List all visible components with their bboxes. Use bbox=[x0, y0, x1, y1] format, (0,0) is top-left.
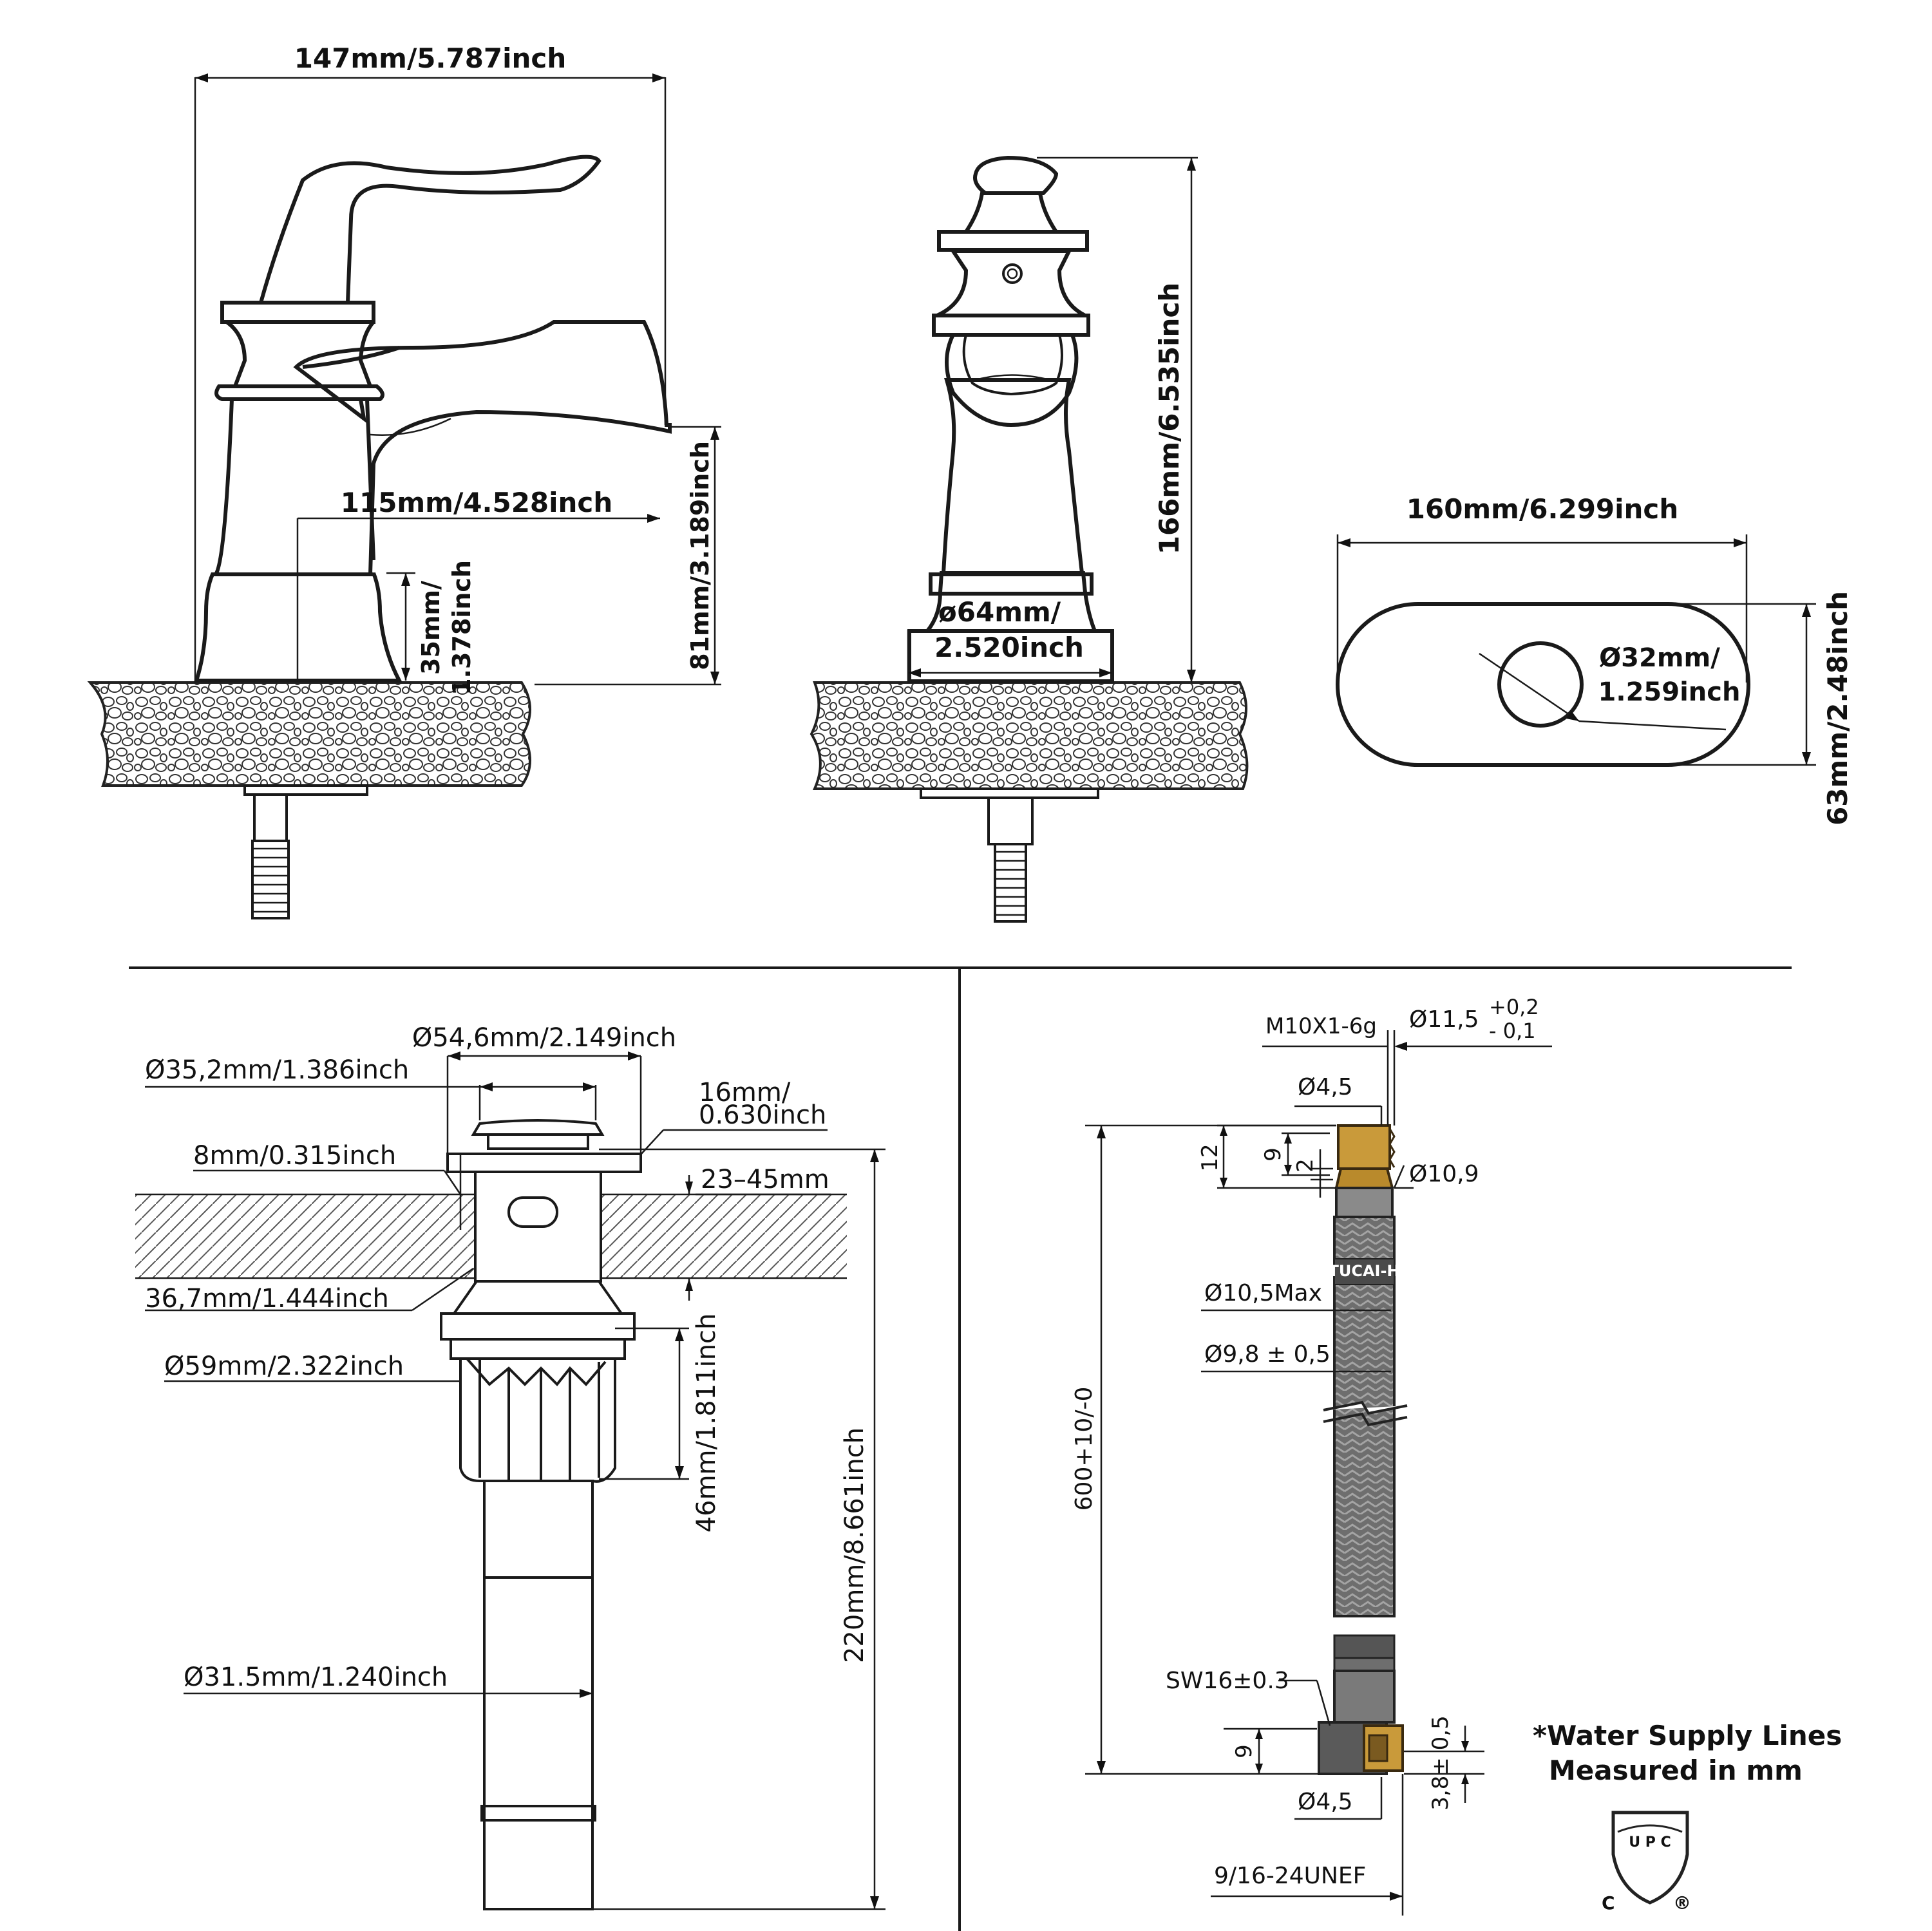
drain-flange-label-a: 16mm/ bbox=[699, 1078, 791, 1107]
countertop-stone bbox=[87, 681, 531, 787]
deck-plate-hole bbox=[1497, 641, 1584, 728]
supply-line: TUCAI-H bbox=[1318, 1124, 1408, 1775]
sl-dim-12-label: 12 bbox=[1197, 1144, 1223, 1171]
drain-flange-thk-label: 8mm/0.315inch bbox=[193, 1141, 396, 1171]
sl-dia-105-label: Ø10,5Max bbox=[1204, 1280, 1322, 1306]
faucet-front-dimensions: 166mm/6.535inch ø64mm/ 2.520inch bbox=[907, 156, 1198, 683]
faucet-side-view bbox=[87, 155, 672, 919]
countertop-stone-front bbox=[810, 681, 1249, 790]
faucet-front-view bbox=[810, 155, 1249, 923]
hose-brand-label: TUCAI-H bbox=[1328, 1262, 1399, 1280]
top-brass-fitting bbox=[1337, 1124, 1391, 1170]
cupc-c-text: C bbox=[1602, 1892, 1615, 1914]
sl-dia-45-top-label: Ø4,5 bbox=[1298, 1074, 1353, 1100]
drain-dimensions: Ø54,6mm/2.149inch Ø35,2mm/1.386inch 16mm… bbox=[145, 1023, 886, 1910]
faucet-spout bbox=[293, 320, 672, 575]
supply-line-dimensions: M10X1-6g Ø11,5 +0,2 - 0,1 Ø4,5 12 9 2 Ø1… bbox=[1071, 995, 1552, 1916]
drain-tail-dia-label: Ø31.5mm/1.240inch bbox=[184, 1663, 448, 1692]
drain-cap bbox=[471, 1119, 605, 1136]
faucet-handle bbox=[259, 155, 601, 303]
sl-dim-2-label: 2 bbox=[1293, 1158, 1318, 1173]
cupc-r-text: ® bbox=[1673, 1892, 1691, 1914]
drain-tailpiece bbox=[483, 1576, 594, 1910]
drain-cap-dia-label: Ø54,6mm/2.149inch bbox=[412, 1023, 676, 1053]
sl-thread-bot-label: 9/16-24UNEF bbox=[1214, 1863, 1366, 1889]
sl-dia-109-label: Ø10,9 bbox=[1409, 1161, 1479, 1187]
faucet-base-dia-label-a: ø64mm/ bbox=[938, 596, 1061, 628]
sl-sw-label: SW16±0.3 bbox=[1166, 1668, 1289, 1694]
drain-total-height-label: 220mm/8.661inch bbox=[840, 1427, 869, 1663]
faucet-base bbox=[193, 572, 402, 683]
drain-assembly bbox=[135, 1119, 847, 1910]
deck-plate: Ø32mm/ 1.259inch 160mm/6.299inch 63mm/2.… bbox=[1336, 493, 1853, 825]
deck-hole-label-a: Ø32mm/ bbox=[1599, 643, 1720, 673]
sl-dia-top-label: Ø11,5 bbox=[1409, 1006, 1479, 1033]
sl-tol-plus-label: +0,2 bbox=[1489, 995, 1539, 1019]
deck-hole-label-b: 1.259inch bbox=[1598, 677, 1741, 707]
sl-length-label: 600+10/-0 bbox=[1071, 1387, 1097, 1511]
sl-dia-98-label: Ø9,8 ± 0,5 bbox=[1204, 1341, 1331, 1368]
faucet-base-height-label-b: 1.378inch bbox=[448, 560, 476, 695]
drain-counter-range-label: 23–45mm bbox=[701, 1165, 829, 1194]
faucet-dimensions: 147mm/5.787inch 115mm/4.528inch 81mm/3.1… bbox=[194, 42, 721, 695]
faucet-total-height-label: 166mm/6.535inch bbox=[1153, 283, 1185, 554]
sl-tol-minus-label: - 0,1 bbox=[1489, 1019, 1536, 1043]
sl-thread-top-label: M10X1-6g bbox=[1265, 1013, 1377, 1039]
note-line-1: *Water Supply Lines bbox=[1533, 1720, 1842, 1751]
cupc-upc-text: U P C bbox=[1629, 1834, 1671, 1851]
faucet-width-label: 147mm/5.787inch bbox=[294, 42, 566, 74]
drain-nut-dia-label: Ø59mm/2.322inch bbox=[164, 1352, 404, 1381]
faucet-base-dia-label-b: 2.520inch bbox=[934, 632, 1084, 663]
deck-width-label: 63mm/2.48inch bbox=[1822, 591, 1853, 825]
sl-dim-9-bot-label: 9 bbox=[1231, 1744, 1257, 1758]
faucet-spout-height-label: 81mm/3.189inch bbox=[686, 441, 714, 670]
note-line-2: Measured in mm bbox=[1549, 1755, 1803, 1786]
sl-dim-38-label: 3,8± 0,5 bbox=[1428, 1715, 1454, 1810]
drain-nut-height-label: 46mm/1.811inch bbox=[692, 1314, 721, 1533]
drain-flange-label-b: 0.630inch bbox=[699, 1100, 826, 1130]
sl-dia-45-bot-label: Ø4,5 bbox=[1298, 1789, 1353, 1815]
drain-throat-dia-label: 36,7mm/1.444inch bbox=[145, 1284, 389, 1314]
drain-flange bbox=[446, 1153, 642, 1173]
faucet-base-height-label-a: 35mm/ bbox=[417, 581, 445, 675]
faucet-front-handle bbox=[973, 155, 1059, 195]
deck-length-label: 160mm/6.299inch bbox=[1406, 493, 1678, 525]
faucet-reach-label: 115mm/4.528inch bbox=[341, 487, 612, 518]
drain-body-dia-label: Ø35,2mm/1.386inch bbox=[145, 1055, 409, 1085]
cupc-shield-icon: U P C C ® bbox=[1602, 1811, 1691, 1914]
sl-dim-9-top-label: 9 bbox=[1260, 1147, 1286, 1162]
